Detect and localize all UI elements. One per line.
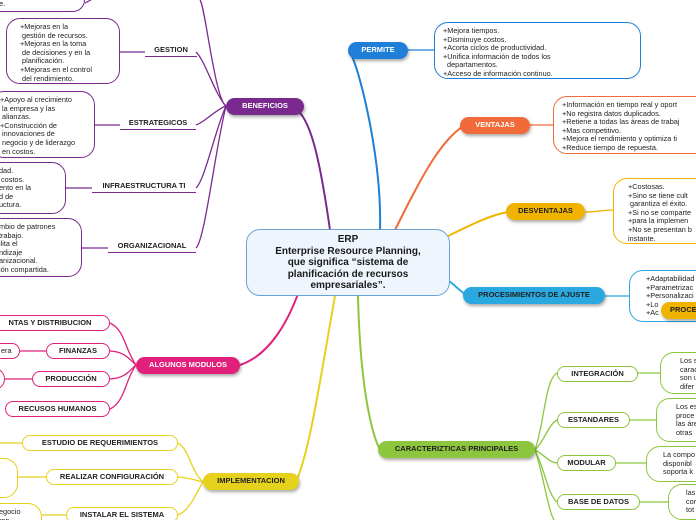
instalar-detail: egocio rpp xyxy=(0,503,42,520)
modular-detail: La compo disponibl soporta k xyxy=(646,446,696,482)
link-caracteristicas xyxy=(357,295,381,451)
beneficio-top-fragment: ente. xyxy=(0,0,85,12)
branch-ventajas[interactable]: VENTAJAS xyxy=(460,117,530,134)
estrategicos-detail: +Apoyo al crecimiento la empresa y las a… xyxy=(0,91,95,158)
infraestructura-detail: dad. costos. ento en la d de uctura. xyxy=(0,162,66,214)
central-title: ERP xyxy=(337,234,359,245)
link-beneficios xyxy=(289,105,331,231)
central-topic-erp[interactable]: ERP Enterprise Resource Planning, que si… xyxy=(246,229,450,296)
caracteristica-integracion[interactable]: INTEGRACIÓN xyxy=(557,366,638,382)
finanzas-detail: era xyxy=(0,343,20,359)
branch-permite[interactable]: PERMITE xyxy=(348,42,408,59)
branch-caracteristicas[interactable]: CARACTERIZTICAS PRINCIPALES xyxy=(378,441,535,458)
beneficio-organizacional[interactable]: ORGANIZACIONAL xyxy=(108,241,196,253)
beneficio-estrategicos[interactable]: ESTRATEGICOS xyxy=(120,118,196,130)
modulo-ventas-distribucion[interactable]: NTAS Y DISTRIBUCION xyxy=(0,315,110,331)
implementacion-realizar-configuracion[interactable]: REALIZAR CONFIGURACIÓN xyxy=(46,469,178,485)
base-de-datos-detail: las cor tot xyxy=(668,484,696,520)
modulo-finanzas[interactable]: FINANZAS xyxy=(46,343,110,359)
branch-beneficios[interactable]: BENEFICIOS xyxy=(226,98,304,115)
beneficio-infraestructura-ti[interactable]: INFRAESTRUCTURA TI xyxy=(92,181,196,193)
ventajas-detail: +Información en tiempo real y oport +No … xyxy=(553,96,696,154)
link-ventajas xyxy=(394,124,466,231)
permite-detail: +Mejora tiempos. +Disminuye costos. +Aco… xyxy=(434,22,641,79)
beneficio-gestion[interactable]: GESTION xyxy=(145,45,197,57)
procesimientos-overlay-tag[interactable]: PROCE xyxy=(661,302,696,319)
desventajas-detail: +Costosas. +Sino se tiene cult garantiza… xyxy=(613,178,696,244)
gestion-detail: +Mejoras en la gestión de recursos. +Mej… xyxy=(6,18,120,84)
estudio-detail xyxy=(0,458,18,498)
central-subtitle: Enterprise Resource Planning, que signif… xyxy=(275,245,421,292)
caracteristica-modular[interactable]: MODULAR xyxy=(557,455,616,471)
caracteristica-estandares[interactable]: ESTANDARES xyxy=(557,412,630,428)
link-implementacion xyxy=(295,295,336,483)
caracteristica-base-de-datos[interactable]: BASE DE DATOS xyxy=(557,494,640,510)
modulo-produccion[interactable]: PRODUCCIÓN xyxy=(32,371,110,387)
branch-algunos-modulos[interactable]: ALGUNOS MODULOS xyxy=(136,357,240,374)
branch-desventajas[interactable]: DESVENTAJAS xyxy=(506,203,585,220)
estandares-detail: Los es proce las áre otras xyxy=(656,398,696,442)
organizacional-detail: mbio de patrones trabajo. ilita el ndiza… xyxy=(0,218,82,277)
integracion-detail: Los s carac son u difer xyxy=(660,352,696,394)
branch-implementacion[interactable]: IMPLEMENTACION xyxy=(203,473,299,490)
modulo-recursos-humanos[interactable]: RECUSOS HUMANOS xyxy=(5,401,110,417)
branch-procesimientos[interactable]: PROCESIMIENTOS DE AJUSTE xyxy=(463,287,605,304)
implementacion-estudio-requerimientos[interactable]: ESTUDIO DE REQUERIMIENTOS xyxy=(22,435,178,451)
implementacion-instalar-sistema[interactable]: INSTALAR EL SISTEMA xyxy=(66,507,178,520)
link-permite xyxy=(349,51,382,231)
